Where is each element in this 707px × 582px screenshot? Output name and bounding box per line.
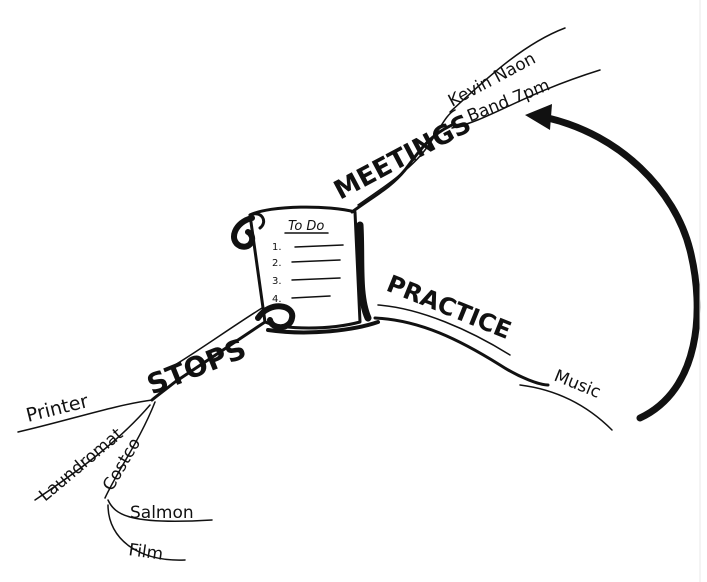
arrowhead-icon — [525, 104, 552, 130]
costco-child-film: Film — [127, 540, 164, 565]
curved-arrow — [525, 104, 701, 422]
todo-number-2: 2. — [272, 258, 282, 269]
todo-number-4: 4. — [272, 294, 282, 305]
practice-label: PRACTICE — [383, 270, 515, 345]
stops-label: STOPS — [142, 332, 251, 401]
stops-branch: STOPS Printer Laundromat Costco Salmon F… — [17, 307, 267, 565]
costco-child-salmon: Salmon — [130, 503, 194, 523]
todo-number-3: 3. — [272, 276, 282, 287]
stops-child-printer: Printer — [24, 390, 91, 427]
practice-child-music: Music — [551, 366, 603, 403]
todo-number-1: 1. — [272, 242, 282, 253]
todo-scroll: To Do 1. 2. 3. 4. — [231, 205, 380, 335]
meetings-label: MEETINGS — [329, 109, 476, 206]
practice-branch: PRACTICE Music — [373, 270, 613, 431]
todo-title: To Do — [288, 219, 324, 234]
